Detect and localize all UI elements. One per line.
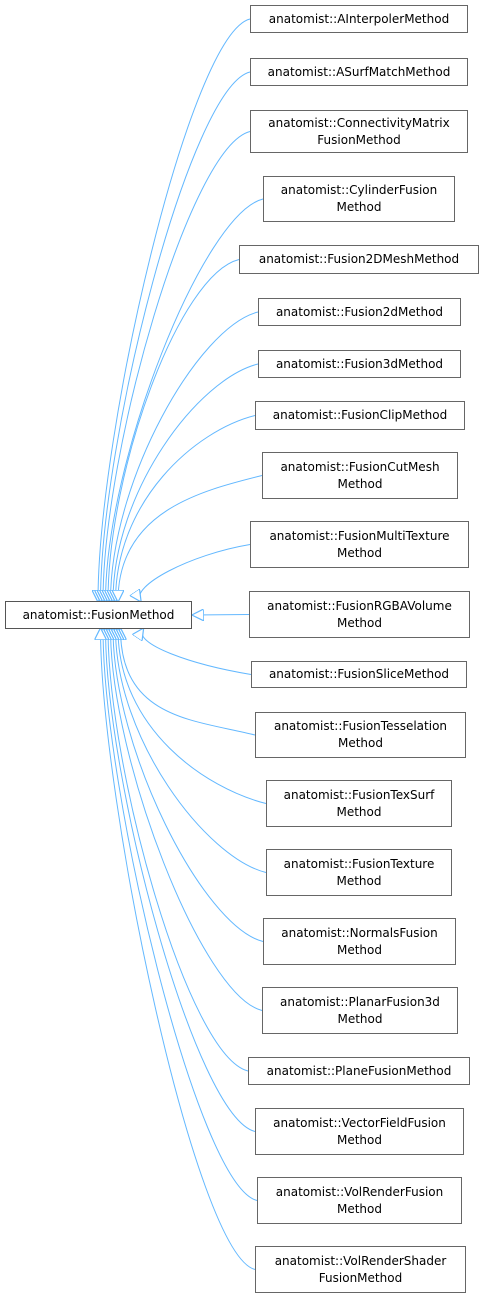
node-label-line: Method (336, 615, 382, 630)
node-label-line: anatomist::VectorFieldFusion (273, 1115, 446, 1130)
derived-class-node[interactable]: anatomist::Fusion3dMethod (258, 350, 461, 378)
inheritance-edge (193, 615, 250, 616)
node-label-line: anatomist::FusionCutMesh (280, 459, 440, 474)
node-label-line: anatomist::NormalsFusion (281, 925, 438, 940)
inheritance-edge (111, 629, 263, 1011)
inheritance-edge (113, 363, 259, 601)
node-label: anatomist::FusionMethod (22, 607, 175, 622)
node-label-line: Method (336, 804, 382, 819)
node-label-line: anatomist::Fusion2dMethod (275, 304, 444, 319)
inheritance-edge (103, 629, 258, 1201)
inheritance-edge (118, 629, 267, 804)
node-label-line: Method (336, 873, 382, 888)
node-label-line: anatomist::FusionTexSurf (283, 787, 435, 802)
node-label-line: FusionMethod (318, 1270, 403, 1285)
node-label-line: anatomist::FusionTexture (283, 856, 435, 871)
inheritance-edge (108, 629, 249, 1072)
inheritance-edge (106, 198, 264, 601)
node-label-line: anatomist::PlaneFusionMethod (266, 1063, 452, 1078)
derived-class-node[interactable]: anatomist::PlaneFusionMethod (248, 1057, 470, 1085)
inheritance-edge (103, 131, 251, 602)
inheritance-edge (118, 475, 263, 602)
inheritance-edge (142, 629, 252, 675)
node-label-line: Method (336, 545, 382, 560)
node-label-line: Method (336, 200, 382, 214)
node-label-line: anatomist::FusionTesselation (273, 719, 448, 733)
derived-class-node[interactable]: anatomist::Fusion2DMeshMethod (239, 245, 479, 274)
inheritance-edge (113, 629, 264, 942)
base-class-node[interactable]: anatomist::FusionMethod (5, 601, 192, 629)
node-label-line: anatomist::ASurfMatchMethod (267, 64, 451, 79)
derived-class-node[interactable]: anatomist::FusionClipMethod (255, 401, 465, 430)
inheritance-edge (111, 311, 259, 601)
node-label-line: anatomist::Fusion2DMeshMethod (258, 252, 460, 266)
node-label-line: anatomist::FusionMultiTexture (269, 528, 450, 543)
node-label-line: anatomist::FusionRGBAVolume (267, 598, 452, 613)
node-label-line: anatomist::VolRenderFusion (275, 1184, 444, 1199)
node-label-line: anatomist::PlanarFusion3d (280, 994, 440, 1009)
node-label-line: anatomist::FusionSliceMethod (268, 667, 450, 681)
node-label-line: Method (337, 476, 383, 491)
node-label-line: anatomist::Fusion3dMethod (275, 356, 444, 371)
derived-class-node[interactable]: anatomist::ASurfMatchMethod (250, 58, 468, 86)
node-label-line: anatomist::VolRenderShader (274, 1253, 447, 1268)
node-label-line: anatomist::ConnectivityMatrix (268, 115, 450, 130)
node-label-line: anatomist::CylinderFusion (280, 183, 438, 197)
node-label-line: Method (337, 1011, 383, 1026)
inheritance-edge (121, 629, 256, 736)
inheritance-edge (101, 629, 256, 1270)
node-label-line: anatomist::AInterpolerMethod (268, 11, 450, 26)
inheritance-edge (108, 259, 240, 602)
node-label-line: Method (337, 736, 383, 750)
derived-class-node[interactable]: anatomist::FusionSliceMethod (251, 661, 467, 688)
derived-class-node[interactable]: anatomist::AInterpolerMethod (250, 5, 468, 33)
inheritance-edge (116, 415, 256, 602)
node-label-line: Method (336, 1201, 382, 1216)
node-label-line: Method (336, 1132, 382, 1147)
node-label-line: anatomist::FusionClipMethod (272, 408, 448, 422)
inheritance-edge (139, 544, 251, 602)
inheritance-edge (116, 629, 267, 873)
inheritance-edge (101, 71, 251, 601)
inheritance-edge (106, 629, 256, 1132)
inheritance-edge (98, 18, 251, 601)
derived-class-node[interactable]: anatomist::Fusion2dMethod (258, 298, 461, 326)
node-label-line: Method (336, 942, 382, 957)
node-label-line: FusionMethod (317, 132, 401, 147)
